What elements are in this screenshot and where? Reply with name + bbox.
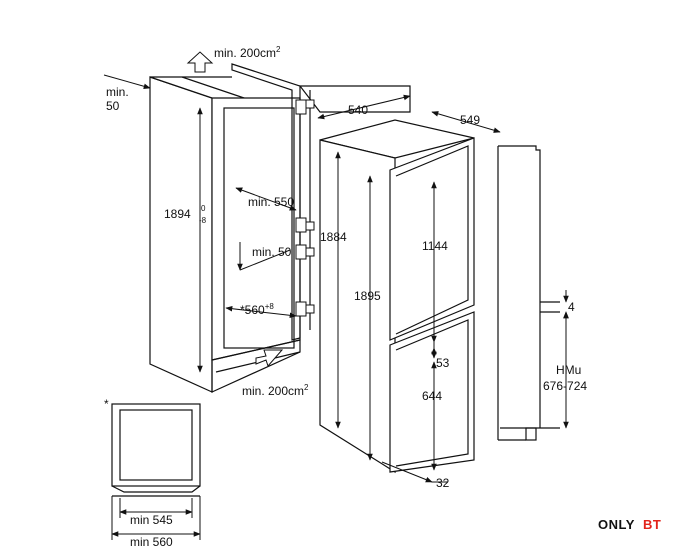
min-50-mid-label: min. 50 (252, 245, 292, 259)
bottom-vent-label: min. 200cm2 (242, 383, 309, 398)
gap-4-label: 4 (568, 300, 575, 314)
gap-53-label: 53 (436, 356, 450, 370)
hinges (295, 99, 315, 317)
min-545-label: min 545 (130, 513, 173, 527)
height-1894-label: 1894 (164, 207, 191, 221)
tolerance-minus: -8 (199, 216, 207, 225)
dimension-lines (103, 51, 569, 540)
min-560-label: min 560 (130, 535, 173, 549)
brand-part2: BT (643, 517, 661, 532)
depth-540-label: 540 (348, 103, 368, 117)
brand-logo: ONLY BT (598, 517, 661, 532)
side-profile (497, 145, 560, 441)
dimension-labels: min. 200cm2 min. 50 540 549 1894 0 -8 mi… (104, 45, 587, 549)
brand-part1: ONLY (598, 517, 635, 532)
niche-cabinet (149, 63, 301, 393)
min-50-top-label: min. (106, 85, 129, 99)
tolerance-plus: 0 (201, 204, 206, 213)
height-1895-label: 1895 (354, 289, 381, 303)
gap-32-label: 32 (436, 476, 450, 490)
refrigerator-body (319, 119, 475, 474)
height-1884-label: 1884 (320, 230, 347, 244)
top-vent-label: min. 200cm2 (214, 45, 281, 60)
depth-549-label: 549 (460, 113, 480, 127)
min-550-label: min. 550 (248, 195, 294, 209)
height-644-label: 644 (422, 389, 442, 403)
hmu-label: HMu (556, 363, 581, 377)
width-560-label: *560+8 (240, 302, 274, 317)
min-50-top-value: 50 (106, 99, 120, 113)
asterisk-label: * (104, 397, 109, 411)
plan-view (111, 403, 201, 497)
hmu-range-label: 676-724 (543, 379, 587, 393)
height-1144-label: 1144 (422, 239, 448, 253)
